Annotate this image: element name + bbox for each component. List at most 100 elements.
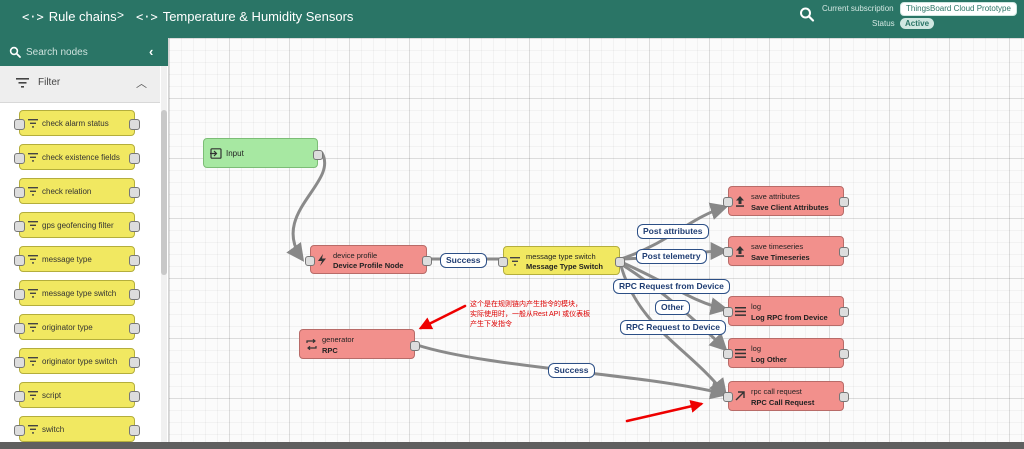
library-node-originator-type-switch[interactable]: originator type switch — [14, 348, 140, 374]
rule-chain-canvas[interactable]: Input device profile Device Profile Node… — [169, 38, 1024, 442]
arrow-up-right-icon — [735, 391, 745, 401]
library-node-label: originator type — [42, 323, 93, 332]
subscription-value[interactable]: ThingsBoard Cloud Prototype — [900, 2, 1017, 16]
node-name-label: Log Other — [751, 355, 787, 364]
edge-label-other[interactable]: Other — [655, 300, 690, 315]
output-port[interactable] — [615, 257, 625, 267]
annotation-line: 实际使用时，一般从Rest API 或仪表板 — [470, 311, 591, 318]
chevron-left-icon[interactable]: ‹ — [149, 44, 154, 59]
edge-label-post-attributes[interactable]: Post attributes — [637, 224, 709, 239]
edge-label-rpc-request-to-device[interactable]: RPC Request to Device — [620, 320, 726, 335]
node-save-attributes[interactable]: save attributes Save Client Attributes — [723, 186, 849, 216]
library-node-gps-geofencing-filter[interactable]: gps geofencing filter — [14, 212, 140, 238]
node-search-bar: ‹ — [0, 38, 168, 66]
output-port[interactable] — [839, 197, 849, 207]
node-library-sidebar: ‹ Filter ︿ check alarm status check exis… — [0, 38, 169, 442]
node-log-other[interactable]: log Log Other — [723, 338, 849, 368]
output-port — [129, 425, 140, 436]
annotation-text: 这个是在规则链内产生指令的模块， 实际使用时，一般从Rest API 或仪表板 … — [470, 300, 590, 330]
filter-section-header[interactable]: Filter ︿ — [0, 66, 160, 103]
output-port — [129, 153, 140, 164]
output-port[interactable] — [839, 307, 849, 317]
node-device-profile[interactable]: device profile Device Profile Node — [305, 245, 432, 274]
library-node-label: check existence fields — [42, 153, 120, 162]
filter-section-label: Filter — [38, 77, 61, 88]
node-input[interactable]: Input — [203, 138, 323, 168]
library-node-message-type[interactable]: message type — [14, 246, 140, 272]
output-port[interactable] — [839, 392, 849, 402]
library-node-message-type-switch[interactable]: message type switch — [14, 280, 140, 306]
code-brackets-icon: <·> — [22, 10, 44, 24]
top-bar: <·>Rule chains > <·>Temperature & Humidi… — [0, 0, 1024, 38]
library-node-originator-type[interactable]: originator type — [14, 314, 140, 340]
sidebar-scrollbar[interactable] — [161, 66, 167, 442]
node-name-label: RPC Call Request — [751, 398, 815, 407]
edge-label-success[interactable]: Success — [440, 253, 487, 268]
node-save-timeseries[interactable]: save timeseries Save Timeseries — [723, 236, 849, 266]
bottom-bar — [0, 442, 1024, 449]
input-port — [14, 391, 25, 402]
node-name-label: Log RPC from Device — [751, 313, 828, 322]
search-nodes-input[interactable] — [26, 44, 144, 60]
input-port[interactable] — [723, 247, 733, 257]
library-node-check-relation[interactable]: check relation — [14, 178, 140, 204]
output-port[interactable] — [839, 349, 849, 359]
input-port — [14, 357, 25, 368]
library-node-label: check relation — [42, 187, 92, 196]
node-log-rpc-from-device[interactable]: log Log RPC from Device — [723, 296, 849, 326]
edge-label-rpc-request-from-device[interactable]: RPC Request from Device — [613, 279, 730, 294]
breadcrumb-current-chain: <·>Temperature & Humidity Sensors — [136, 9, 353, 24]
lightning-icon — [318, 254, 326, 266]
upload-icon — [736, 246, 744, 257]
input-port[interactable] — [498, 257, 508, 267]
node-type-label: save attributes — [751, 192, 800, 201]
library-node-check-existence-fields[interactable]: check existence fields — [14, 144, 140, 170]
filter-icon — [510, 257, 520, 266]
node-rpc-call-request[interactable]: rpc call request RPC Call Request — [723, 381, 849, 411]
library-node-label: check alarm status — [42, 119, 109, 128]
output-port — [129, 187, 140, 198]
edge-label-success-generator[interactable]: Success — [548, 363, 595, 378]
input-port[interactable] — [723, 197, 733, 207]
node-name-label: Save Client Attributes — [751, 203, 829, 212]
filter-icon — [28, 255, 38, 264]
annotation-arrow-generator — [418, 304, 467, 330]
edge-label-post-telemetry[interactable]: Post telemetry — [636, 249, 707, 264]
library-node-script[interactable]: script — [14, 382, 140, 408]
library-node-check-alarm-status[interactable]: check alarm status — [14, 110, 140, 136]
library-node-switch[interactable]: switch — [14, 416, 140, 442]
node-message-type-switch[interactable]: message type switch Message Type Switch — [498, 246, 625, 275]
input-port[interactable] — [723, 392, 733, 402]
input-port — [14, 425, 25, 436]
output-port[interactable] — [839, 247, 849, 257]
node-name-label: RPC — [322, 346, 338, 355]
filter-icon — [28, 391, 38, 400]
node-generator[interactable]: generator RPC — [299, 329, 420, 359]
output-port[interactable] — [313, 150, 323, 160]
upload-icon — [736, 196, 744, 207]
node-type-label: rpc call request — [751, 387, 802, 396]
chevron-up-icon[interactable]: ︿ — [136, 78, 147, 90]
filter-icon — [16, 78, 29, 88]
breadcrumb-rule-chains[interactable]: <·>Rule chains — [22, 9, 117, 24]
filter-icon — [28, 357, 38, 366]
input-port — [14, 221, 25, 232]
node-type-label: log — [751, 302, 762, 311]
filter-icon — [28, 289, 38, 298]
output-port[interactable] — [422, 256, 432, 266]
sidebar-scrollbar-thumb[interactable] — [161, 110, 167, 275]
search-icon[interactable] — [799, 6, 815, 24]
filter-icon — [28, 153, 38, 162]
node-name-label: Device Profile Node — [333, 261, 404, 270]
output-port[interactable] — [410, 341, 420, 351]
filter-icon — [28, 323, 38, 332]
input-port[interactable] — [723, 307, 733, 317]
output-port — [129, 221, 140, 232]
input-port[interactable] — [723, 349, 733, 359]
filter-icon — [28, 425, 38, 434]
filter-icon — [28, 119, 38, 128]
list-icon — [735, 349, 746, 358]
input-port[interactable] — [305, 256, 315, 266]
input-port — [14, 323, 25, 334]
input-port — [14, 289, 25, 300]
